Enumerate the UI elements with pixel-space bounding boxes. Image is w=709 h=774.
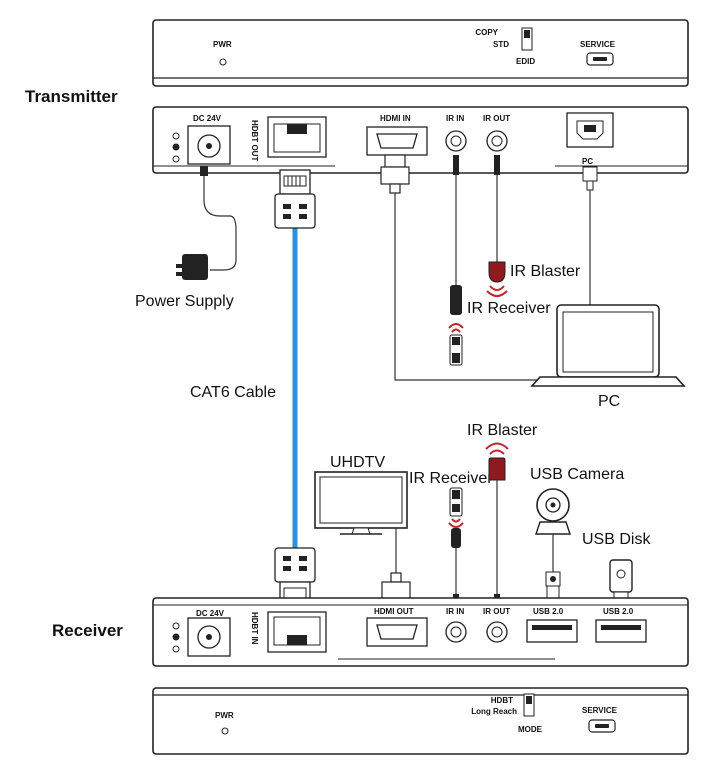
tx-ir-in-label: IR IN — [446, 114, 464, 123]
usb-disk — [609, 559, 633, 603]
tx-ir-out-jack[interactable] — [486, 130, 508, 152]
power-cable — [203, 168, 237, 271]
tx-pwr-label: PWR — [213, 40, 232, 49]
pc-laptop — [530, 304, 686, 387]
tx-hdmi-plug — [380, 154, 410, 194]
cat6-cable-label: CAT6 Cable — [190, 384, 276, 401]
usb-camera — [535, 488, 571, 601]
rx-dc24v-label: DC 24V — [196, 609, 225, 618]
power-supply-adapter — [176, 254, 208, 280]
tx-rj45-plug — [274, 169, 316, 229]
rx-usb1-label: USB 2.0 — [533, 607, 564, 616]
rx-long-reach-label: Long Reach — [471, 707, 517, 716]
tx-dc24v-label: DC 24V — [193, 114, 222, 123]
rx-hdbt-in-label: HDBT IN — [250, 612, 259, 645]
tx-ir-in-cable — [450, 155, 462, 315]
usb-camera-label: USB Camera — [530, 466, 624, 483]
rx-hdmi-out-label: HDMI OUT — [374, 607, 414, 616]
rx-hdbt-label: HDBT — [491, 696, 513, 705]
tx-copy-label: COPY — [475, 28, 498, 37]
tx-service-label: SERVICE — [580, 40, 616, 49]
tx-ir-out-label: IR OUT — [483, 114, 510, 123]
tx-hdmi-in-label: HDMI IN — [380, 114, 411, 123]
rx-pwr-label: PWR — [215, 711, 234, 720]
tx-hdmi-in-port[interactable] — [366, 126, 428, 156]
rx-ir-blaster-label: IR Blaster — [467, 422, 538, 439]
tx-ir-receiver-icon — [448, 323, 464, 366]
tx-edid-label: EDID — [516, 57, 535, 66]
tx-ir-blaster-label: IR Blaster — [510, 263, 581, 280]
tx-usb-cable — [582, 166, 608, 312]
rx-hdbt-port[interactable] — [267, 611, 327, 653]
tx-edid-switch[interactable] — [521, 27, 533, 51]
tx-hdbt-port[interactable] — [267, 116, 327, 158]
rx-hdmi-out-port[interactable] — [366, 617, 428, 647]
receiver-title: Receiver — [52, 621, 123, 640]
tx-ir-blaster-icon — [486, 261, 508, 297]
rx-ir-in-label: IR IN — [446, 607, 464, 616]
tx-ir-in-jack[interactable] — [445, 130, 467, 152]
tx-hdbt-out-label: HDBT OUT — [250, 120, 259, 161]
rx-polarity-icon — [172, 622, 180, 653]
rx-ir-in-jack[interactable] — [445, 621, 467, 643]
transmitter-title: Transmitter — [25, 87, 118, 106]
tx-ir-receiver-label: IR Receiver — [467, 300, 551, 317]
rx-usb2-label: USB 2.0 — [603, 607, 634, 616]
rx-ir-blaster-icon — [485, 442, 509, 481]
rx-ir-out-jack[interactable] — [486, 621, 508, 643]
rx-service-label: SERVICE — [582, 706, 618, 715]
tx-pc-port-label: PC — [582, 157, 593, 166]
transmitter-front-panel: PWR COPY STD EDID SERVICE — [152, 19, 689, 87]
rx-ir-out-label: IR OUT — [483, 607, 510, 616]
usb-disk-label: USB Disk — [582, 531, 651, 548]
tx-hdmi-cable — [394, 193, 557, 381]
rx-ir-in-cable — [451, 528, 461, 608]
rx-mode-switch[interactable] — [523, 693, 535, 717]
receiver-rear-panel: DC 24V HDBT IN HDMI OUT IR IN IR OUT USB… — [152, 597, 689, 667]
rx-rj45-plug — [274, 547, 316, 605]
rx-usb2-port[interactable] — [595, 619, 647, 643]
transmitter-rear-panel: DC 24V HDBT OUT HDMI IN IR IN IR OUT — [152, 106, 689, 174]
pc-label: PC — [598, 393, 620, 410]
dc-plug — [200, 166, 208, 176]
uhdtv-label: UHDTV — [330, 454, 385, 471]
uhdtv — [314, 471, 408, 535]
rx-ir-out-cable — [494, 480, 500, 608]
rx-mode-label: MODE — [518, 725, 543, 734]
tx-pwr-led — [219, 58, 227, 66]
tx-polarity-icon — [172, 132, 180, 163]
receiver-front-panel: PWR HDBT Long Reach MODE SERVICE — [152, 687, 689, 755]
rx-usb1-port[interactable] — [526, 619, 578, 643]
rx-ir-receiver-icon — [448, 487, 464, 528]
tx-std-label: STD — [493, 40, 509, 49]
power-supply-label: Power Supply — [135, 293, 234, 310]
tx-ir-out-cable — [494, 155, 500, 262]
rx-pwr-led — [221, 727, 229, 735]
tx-usb-b-port[interactable] — [566, 112, 614, 148]
rx-ir-receiver-label: IR Receiver — [409, 470, 493, 487]
